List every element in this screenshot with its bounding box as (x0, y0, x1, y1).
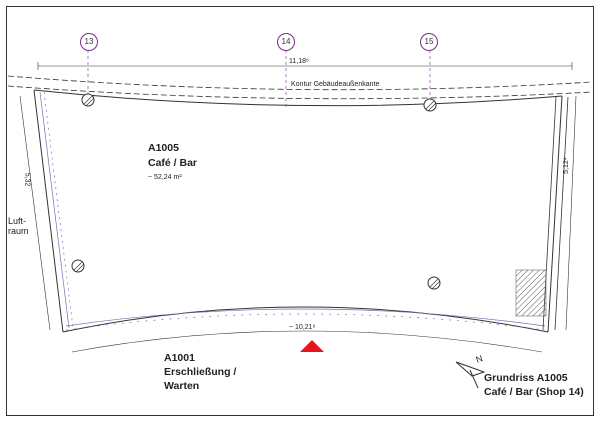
drawing-frame (6, 6, 594, 416)
bottom-dimension-line (71, 330, 543, 353)
adjacent-left-label-1: Luft- (8, 216, 27, 226)
right-dimension-line (565, 95, 577, 331)
corridor-line-1: Erschließung / (164, 366, 237, 378)
columns (71, 93, 441, 290)
room-area: ~ 52,24 m² (148, 174, 182, 181)
corridor-line-2: Warten (164, 380, 200, 392)
plan-title-line-1: Grundriss A1005 (484, 372, 568, 384)
dimension-bottom: ~ 10,21⁶ (289, 324, 316, 331)
dimension-right: 5,12⁴ (562, 157, 570, 174)
column-hatch (73, 95, 441, 290)
entrance-marker (300, 340, 324, 352)
hatched-area (515, 269, 547, 317)
plan-title-line-2: Café / Bar (Shop 14) (484, 386, 584, 398)
room-outline (33, 89, 563, 333)
grid-axis-15: 15 (420, 33, 438, 51)
room-number: A1005 (148, 142, 179, 154)
room-name: Café / Bar (148, 157, 198, 169)
adjacent-left-label-2: raum (8, 226, 29, 236)
glazing (39, 91, 546, 331)
grid-axis-lines (87, 50, 431, 110)
grid-axis-14: 14 (277, 33, 295, 51)
left-dimension-line (19, 95, 51, 331)
facade-contour (7, 75, 593, 100)
grid-axis-13: 13 (80, 33, 98, 51)
top-dimension-line (37, 62, 573, 70)
facade-label: Kontur Gebäudeaußenkante (291, 81, 380, 88)
corridor-number: A1001 (164, 352, 195, 364)
north-arrow (455, 361, 486, 389)
dimension-top: 11,18⁶ (289, 58, 309, 65)
dimension-left: 5,32 (23, 172, 31, 187)
